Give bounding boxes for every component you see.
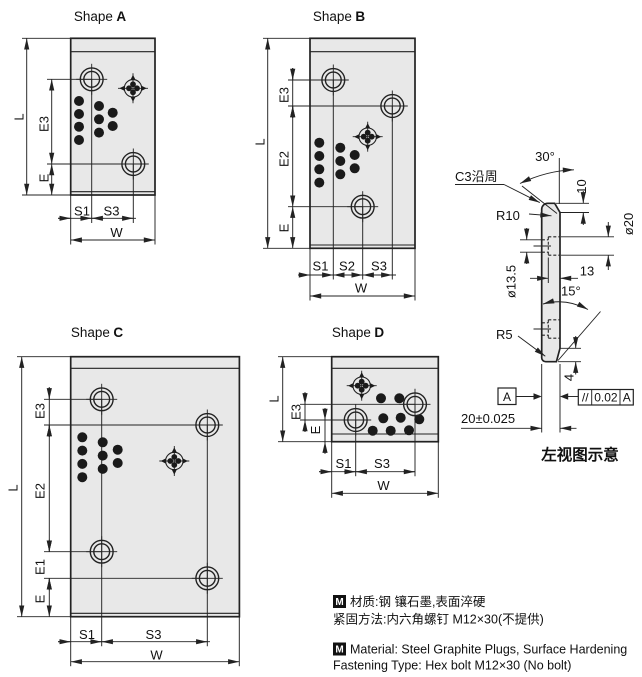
fcf-datum: A xyxy=(623,391,631,405)
graphite-plug-dots-c xyxy=(77,432,123,483)
dim-b-S1: S1 xyxy=(313,259,329,274)
fcf-triangle xyxy=(560,393,569,400)
dim-c-E: E xyxy=(33,594,48,603)
datum-label: A xyxy=(503,390,511,404)
note-cn-material: 材质:钢 镶石墨,表面淬硬 xyxy=(350,594,486,609)
angle-top-label: 30° xyxy=(535,149,555,164)
dim-a-L: L xyxy=(12,113,27,120)
chamfer-note-label: C3沿周 xyxy=(455,169,498,184)
dim-d-S3: S3 xyxy=(374,456,390,471)
angle-bottom-label: 15° xyxy=(561,284,581,299)
dim-d-E: E xyxy=(308,425,323,434)
radius-top-label: R10 xyxy=(496,208,520,223)
dim-d-S1: S1 xyxy=(336,456,352,471)
material-marker-icon-en xyxy=(333,642,346,656)
material-marker-letter: M xyxy=(335,597,343,608)
dim-a-E3: E3 xyxy=(37,116,52,132)
notes: M 材质:钢 镶石墨,表面淬硬 紧固方法:内六角螺钉 M12×30(不提供) M… xyxy=(333,594,627,673)
dia-counterbore-label: ø20 xyxy=(621,213,636,235)
dim-a-S1: S1 xyxy=(74,204,90,219)
graphite-plug-dots-b xyxy=(314,137,360,188)
side-view: 30° C3沿周 R10 10 ø20 ø13.5 13 15° xyxy=(455,149,636,464)
dim-c-E2: E2 xyxy=(33,483,48,499)
graphite-plug-dots-d xyxy=(367,393,425,436)
dim-c-S1: S1 xyxy=(79,627,95,642)
dim-c-E3: E3 xyxy=(33,403,48,419)
fcf-frame xyxy=(577,388,634,406)
fcf-symbol: // xyxy=(582,391,589,405)
dim-b-E3: E3 xyxy=(277,87,292,103)
side-view-caption: 左视图示意 xyxy=(540,445,619,464)
note-en-material: Material: Steel Graphite Plugs, Surface … xyxy=(350,643,627,657)
dim-c-E1: E1 xyxy=(33,559,48,575)
dim-c-L: L xyxy=(6,484,21,491)
graphite-plug-dots-a xyxy=(74,96,118,145)
dim-c-S3: S3 xyxy=(146,627,162,642)
note-cn-fastening: 紧固方法:内六角螺钉 M12×30(不提供) xyxy=(333,612,544,627)
plate-c xyxy=(69,355,241,618)
datum-triangle xyxy=(533,393,542,400)
dim-b-E2: E2 xyxy=(277,151,292,167)
height-bottom-label: 4 xyxy=(562,374,577,381)
dim-d-W: W xyxy=(377,478,390,493)
dim-b-L: L xyxy=(253,138,268,145)
depth-label: 13 xyxy=(580,264,594,279)
dim-b-W: W xyxy=(355,281,368,296)
dia-through-label: ø13.5 xyxy=(504,265,519,298)
height-top-label: 10 xyxy=(574,179,589,193)
dim-b-S2: S2 xyxy=(339,259,355,274)
dim-d-L: L xyxy=(267,395,282,402)
thickness-label: 20±0.025 xyxy=(461,411,515,426)
dim-a-E: E xyxy=(37,173,52,182)
note-en-fastening: Fastening Type: Hex bolt M12×30 (No bolt… xyxy=(333,659,571,673)
dim-a-S3: S3 xyxy=(104,204,120,219)
fcf-tolerance: 0.02 xyxy=(594,391,618,405)
dim-b-S3: S3 xyxy=(371,259,387,274)
radius-bottom-label: R5 xyxy=(496,327,513,342)
dim-c-W: W xyxy=(150,648,163,663)
dim-d-E3: E3 xyxy=(289,404,304,420)
material-marker-letter-en: M xyxy=(335,644,343,655)
dim-b-E: E xyxy=(277,223,292,232)
material-marker-icon xyxy=(333,595,346,608)
dim-a-W: W xyxy=(110,225,123,240)
